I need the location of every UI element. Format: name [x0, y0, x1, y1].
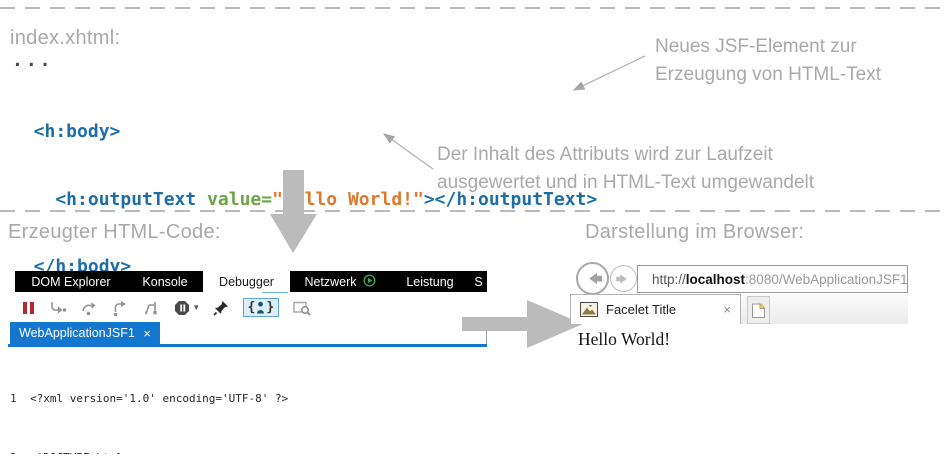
url-host: localhost	[685, 271, 746, 287]
dashed-divider-top	[0, 7, 945, 9]
rendered-page-text: Hello World!	[578, 329, 671, 349]
dashed-divider-middle	[0, 210, 945, 212]
brace-open: {	[247, 300, 256, 315]
pause-icon[interactable]	[20, 300, 36, 316]
code-text: <?xml version='1.0' encoding='UTF-8' ?>	[30, 392, 289, 405]
tab-konsole[interactable]: Konsole	[142, 274, 188, 289]
tab-netzwerk-label: Netzwerk	[304, 274, 357, 289]
dropdown-caret-icon: ▾	[194, 302, 199, 312]
code-ellipsis: ...	[12, 50, 54, 71]
code-line: 1 <?xml version='1.0' encoding='UTF-8' ?…	[10, 389, 487, 409]
exception-control-icon[interactable]: ▾	[173, 299, 199, 317]
xhtml-code-line: <h:body>	[12, 121, 121, 142]
tabstrip-scroll-divider	[486, 322, 487, 344]
annotation-line: Neues JSF-Element zur	[655, 36, 857, 57]
forward-arrow-icon	[615, 273, 627, 284]
break-on-new-worker-icon[interactable]	[142, 299, 160, 317]
back-arrow-icon	[589, 272, 603, 285]
annotation-line: Der Inhalt des Attributs wird zur Laufze…	[437, 144, 773, 165]
source-file-label: index.xhtml:	[10, 27, 121, 49]
url-protocol: http://	[652, 271, 686, 287]
code-text: <!DOCTYPE html>	[30, 448, 129, 455]
new-tab-button[interactable]	[747, 296, 770, 324]
person-glyph	[257, 301, 265, 314]
url-path: :8080/WebApplicationJSF1/	[745, 271, 908, 287]
browser-view-label: Darstellung im Browser:	[585, 221, 805, 243]
find-in-files-icon[interactable]	[292, 299, 312, 317]
play-circle-icon	[363, 273, 376, 290]
debugger-toolbar: ▾ { }	[8, 293, 487, 322]
browser-tab-facelet-title[interactable]: Facelet Title ×	[570, 294, 741, 324]
pretty-print-icon[interactable]: { }	[242, 298, 280, 317]
file-tab-title: WebApplicationJSF1	[19, 326, 135, 340]
favicon-broken-image-icon	[580, 302, 598, 317]
step-over-icon[interactable]	[80, 299, 98, 317]
brace-close: }	[266, 300, 275, 315]
new-tab-page-icon	[752, 302, 766, 318]
tab-netzwerk[interactable]: Netzwerk	[290, 271, 390, 292]
browser-tab-close-icon[interactable]: ×	[723, 302, 731, 317]
file-tab-close-icon[interactable]: ×	[143, 325, 151, 341]
url-text: http://localhost:8080/WebApplicationJSF1…	[652, 271, 908, 287]
annotation-line: Erzeugung von HTML-Text	[655, 64, 881, 85]
file-tab-underline	[8, 344, 487, 347]
address-bar[interactable]: http://localhost:8080/WebApplicationJSF1…	[637, 265, 908, 293]
annotation-line: ausgewertet und in HTML-Text umgewandelt	[437, 172, 815, 193]
file-tab-webapplicationjsf1[interactable]: WebApplicationJSF1 ×	[10, 322, 160, 344]
step-out-icon[interactable]	[111, 299, 129, 317]
annotation-new-jsf-element: Neues JSF-Element zur Erzeugung von HTML…	[655, 33, 881, 89]
generated-html-code: 1 <?xml version='1.0' encoding='UTF-8' ?…	[10, 350, 487, 454]
line-number: 2	[10, 448, 30, 455]
generated-html-label: Erzeugter HTML-Code:	[8, 221, 221, 243]
tab-debugger[interactable]: Debugger	[203, 271, 290, 292]
devtools-tab-bar: DOM Explorer Konsole Debugger Netzwerk L…	[15, 271, 487, 292]
forward-button[interactable]	[610, 265, 637, 292]
tab-speicher-clipped[interactable]: S	[474, 274, 483, 289]
pin-icon[interactable]	[212, 299, 230, 317]
tab-leistung[interactable]: Leistung	[406, 274, 454, 289]
annotation-runtime-eval: Der Inhalt des Attributs wird zur Laufze…	[437, 141, 814, 197]
back-button[interactable]	[576, 262, 609, 295]
browser-tab-title: Facelet Title	[606, 302, 677, 317]
tab-dom-explorer[interactable]: DOM Explorer	[31, 274, 111, 289]
line-number: 1	[10, 392, 17, 405]
step-into-icon[interactable]	[49, 299, 67, 317]
code-line: 2 <!DOCTYPE html>	[10, 448, 487, 455]
